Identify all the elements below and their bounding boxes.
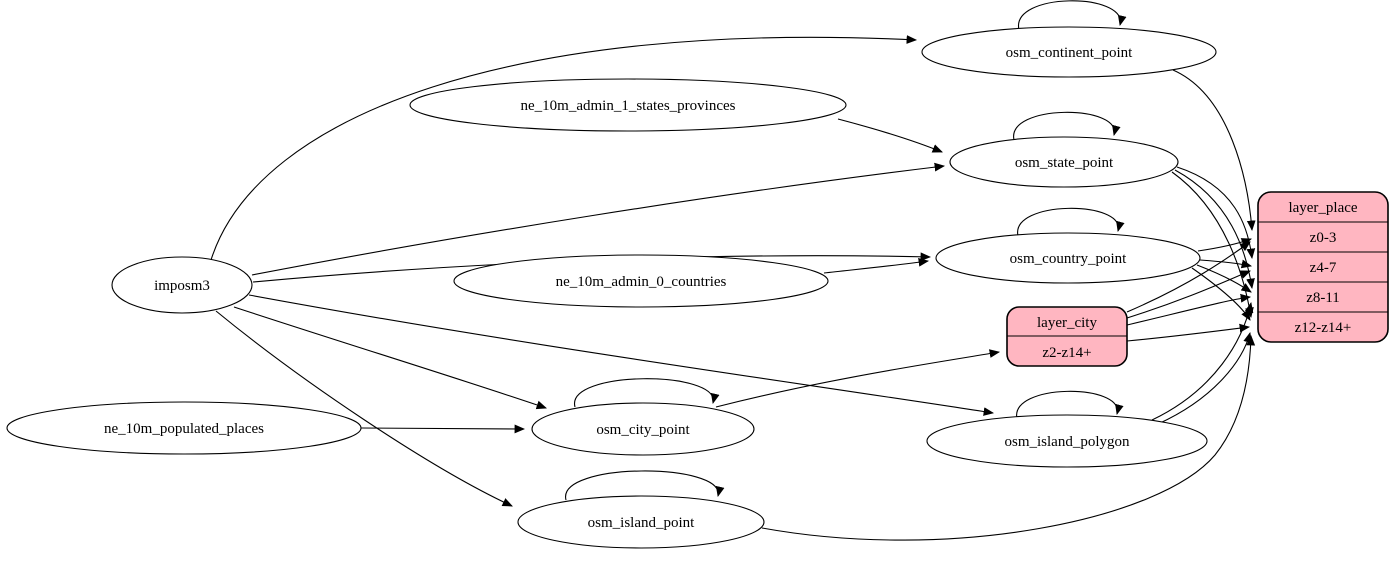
- edge-osm_state_point-layer_place-z8-11: [1174, 169, 1255, 290]
- edge-imposm3-osm_state_point: [251, 162, 946, 276]
- node-osm_island_point: osm_island_point: [517, 495, 765, 549]
- selfloop-osm_island_point: [565, 470, 725, 501]
- osm_island_point-label: osm_island_point: [588, 515, 696, 531]
- imposm3-label: imposm3: [154, 278, 210, 294]
- edge-osm_island_polygon-layer_place-z12: [1157, 331, 1252, 425]
- node-osm_state_point: osm_state_point: [949, 136, 1179, 188]
- node-layer_place: layer_place z0-3 z4-7 z8-11 z12-z14+: [1257, 191, 1389, 343]
- osm_country_point-shape: [935, 232, 1201, 284]
- osm_country_point-label: osm_country_point: [1010, 251, 1127, 267]
- node-ne_10m_populated_places: ne_10m_populated_places: [6, 401, 362, 455]
- node-osm_city_point: osm_city_point: [531, 402, 755, 456]
- layer_place-row-z12-z14: z12-z14+: [1295, 320, 1352, 336]
- layer_place-title: layer_place: [1288, 200, 1357, 216]
- osm_island_polygon-label: osm_island_polygon: [1004, 434, 1130, 450]
- layer_place-shape: [1257, 191, 1389, 343]
- edge-osm_island_polygon-layer_place-z8-11: [1151, 301, 1254, 421]
- selfloop-osm_state_point: [1013, 111, 1121, 141]
- node-osm_country_point: osm_country_point: [935, 232, 1201, 284]
- osm_city_point-shape: [531, 402, 755, 456]
- ne_10m_admin_0_countries-shape: [453, 254, 829, 308]
- edge-imposm3-osm_island_polygon: [248, 294, 995, 416]
- ne_10m_admin_1_states_provinces-shape: [409, 78, 847, 132]
- ne_10m_populated_places-shape: [6, 401, 362, 455]
- selfloop-osm_country_point: [1017, 207, 1125, 237]
- node-imposm3: imposm3: [111, 256, 253, 314]
- imposm3-shape: [111, 256, 253, 314]
- layer_city-row-z2-z14: z2-z14+: [1042, 345, 1091, 361]
- edge-layer_city-layer_place-z4-7: [1126, 270, 1251, 319]
- edge-ne_10m_admin_1_states_provinces-osm_state_point: [837, 118, 943, 153]
- osm_state_point-shape: [949, 136, 1179, 188]
- edge-osm_country_point-layer_place-z8-11: [1196, 264, 1252, 293]
- edge-osm_continent_point-layer_place-z0-3: [1172, 69, 1256, 232]
- edge-ne_10m_admin_0_countries-osm_country_point: [823, 257, 930, 274]
- ne_10m_admin_1_states_provinces-label: ne_10m_admin_1_states_provinces: [521, 98, 736, 114]
- selfloop-osm_continent_point: [1018, 0, 1127, 31]
- node-ne_10m_admin_0_countries: ne_10m_admin_0_countries: [453, 254, 829, 308]
- edge-osm_city_point-layer_city-z2: [715, 349, 1001, 408]
- layer_place-row-z4-7: z4-7: [1310, 260, 1337, 276]
- ne_10m_populated_places-label: ne_10m_populated_places: [104, 421, 264, 437]
- edge-imposm3-osm_island_point: [215, 310, 513, 507]
- osm_city_point-label: osm_city_point: [596, 422, 690, 438]
- edge-osm_country_point-layer_place-z0-3: [1197, 238, 1252, 252]
- node-osm_island_polygon: osm_island_polygon: [926, 414, 1208, 468]
- edge-layer_city-layer_place-z8-11: [1126, 293, 1252, 326]
- osm_state_point-label: osm_state_point: [1015, 155, 1114, 171]
- edge-ne_10m_populated_places-osm_city_point: [360, 424, 526, 434]
- edge-group: [210, 0, 1256, 541]
- layer_city-title: layer_city: [1037, 315, 1097, 331]
- osm_island_point-shape: [517, 495, 765, 549]
- layer_place-row-z0-3: z0-3: [1310, 230, 1337, 246]
- edge-layer_city-layer_place-z12: [1126, 323, 1251, 342]
- selfloop-osm_city_point: [574, 378, 720, 408]
- edge-osm_country_point-layer_place-z4-7: [1199, 259, 1253, 269]
- node-layer_city: layer_city z2-z14+: [1006, 306, 1128, 367]
- osm_continent_point-label: osm_continent_point: [1006, 45, 1133, 61]
- osm_island_polygon-shape: [926, 414, 1208, 468]
- ne_10m_admin_0_countries-label: ne_10m_admin_0_countries: [556, 274, 727, 290]
- node-osm_continent_point: osm_continent_point: [921, 26, 1217, 78]
- selfloop-osm_island_polygon: [1016, 390, 1124, 420]
- osm_continent_point-shape: [921, 26, 1217, 78]
- edge-osm_state_point-layer_place-z12: [1171, 171, 1254, 319]
- edge-imposm3-osm_continent_point: [210, 35, 918, 261]
- node-ne_10m_admin_1_states_provinces: ne_10m_admin_1_states_provinces: [409, 78, 847, 132]
- edge-imposm3-osm_city_point: [233, 306, 547, 410]
- layer_place-row-z8-11: z8-11: [1306, 290, 1340, 306]
- edge-layer_city-layer_place-z0-3: [1126, 241, 1251, 313]
- edge-osm_island_point-layer_place-z12: [761, 334, 1256, 541]
